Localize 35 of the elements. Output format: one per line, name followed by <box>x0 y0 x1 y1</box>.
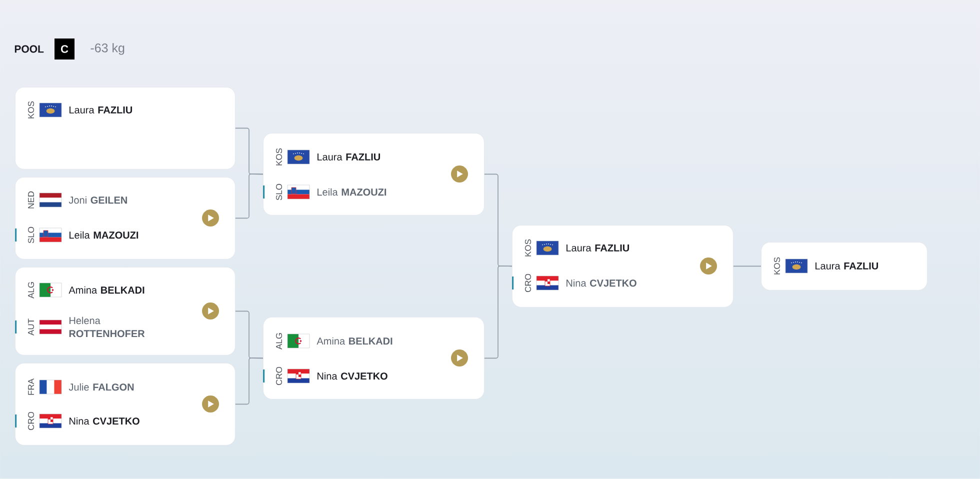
country-code: KOS <box>774 257 780 274</box>
athlete-name: Leila MAZOUZI <box>70 231 138 239</box>
athlete-name: Laura FAZLIU <box>566 244 629 252</box>
country-code: SLO <box>28 226 34 244</box>
athlete-name: Laura FAZLIU <box>70 106 132 114</box>
athlete-name: Amina BELKADI <box>68 286 144 294</box>
country-code: KOS <box>28 101 34 118</box>
country-code: ALG <box>28 282 34 298</box>
athlete-name: Joni GEILEN <box>68 196 127 204</box>
athlete-name: Nina CVJETKO <box>70 417 140 425</box>
pool-label: POOL <box>14 45 44 53</box>
country-code: CRO <box>276 366 282 385</box>
country-code: SLO <box>276 184 282 200</box>
athlete-name: Laura FAZLIU <box>816 262 878 270</box>
country-code: CRO <box>28 412 34 430</box>
country-code: KOS <box>525 239 531 256</box>
athlete-name: Amina BELKADI <box>316 337 392 345</box>
athlete-name: Nina CVJETKO <box>318 372 388 380</box>
weight-class: -63 kg <box>90 43 124 55</box>
country-code: CRO <box>525 274 531 292</box>
athlete-name: Laura FAZLIU <box>318 154 380 160</box>
country-code: KOS <box>276 148 282 166</box>
country-code: NED <box>28 191 34 208</box>
connector-line <box>733 266 762 267</box>
athlete-name: Leila MAZOUZI <box>318 188 386 196</box>
connector-line <box>484 266 512 359</box>
country-code: ALG <box>276 333 282 350</box>
connector-line <box>235 358 264 405</box>
athlete-name: Helena ROTTENHOFER <box>69 316 145 338</box>
country-code: FRA <box>28 378 34 395</box>
athlete-name: Nina CVJETKO <box>566 279 636 287</box>
athlete-name: Julie FALGON <box>68 383 134 391</box>
pool-badge: C <box>54 38 75 60</box>
connector-line <box>235 174 264 219</box>
country-code: AUT <box>28 318 34 336</box>
